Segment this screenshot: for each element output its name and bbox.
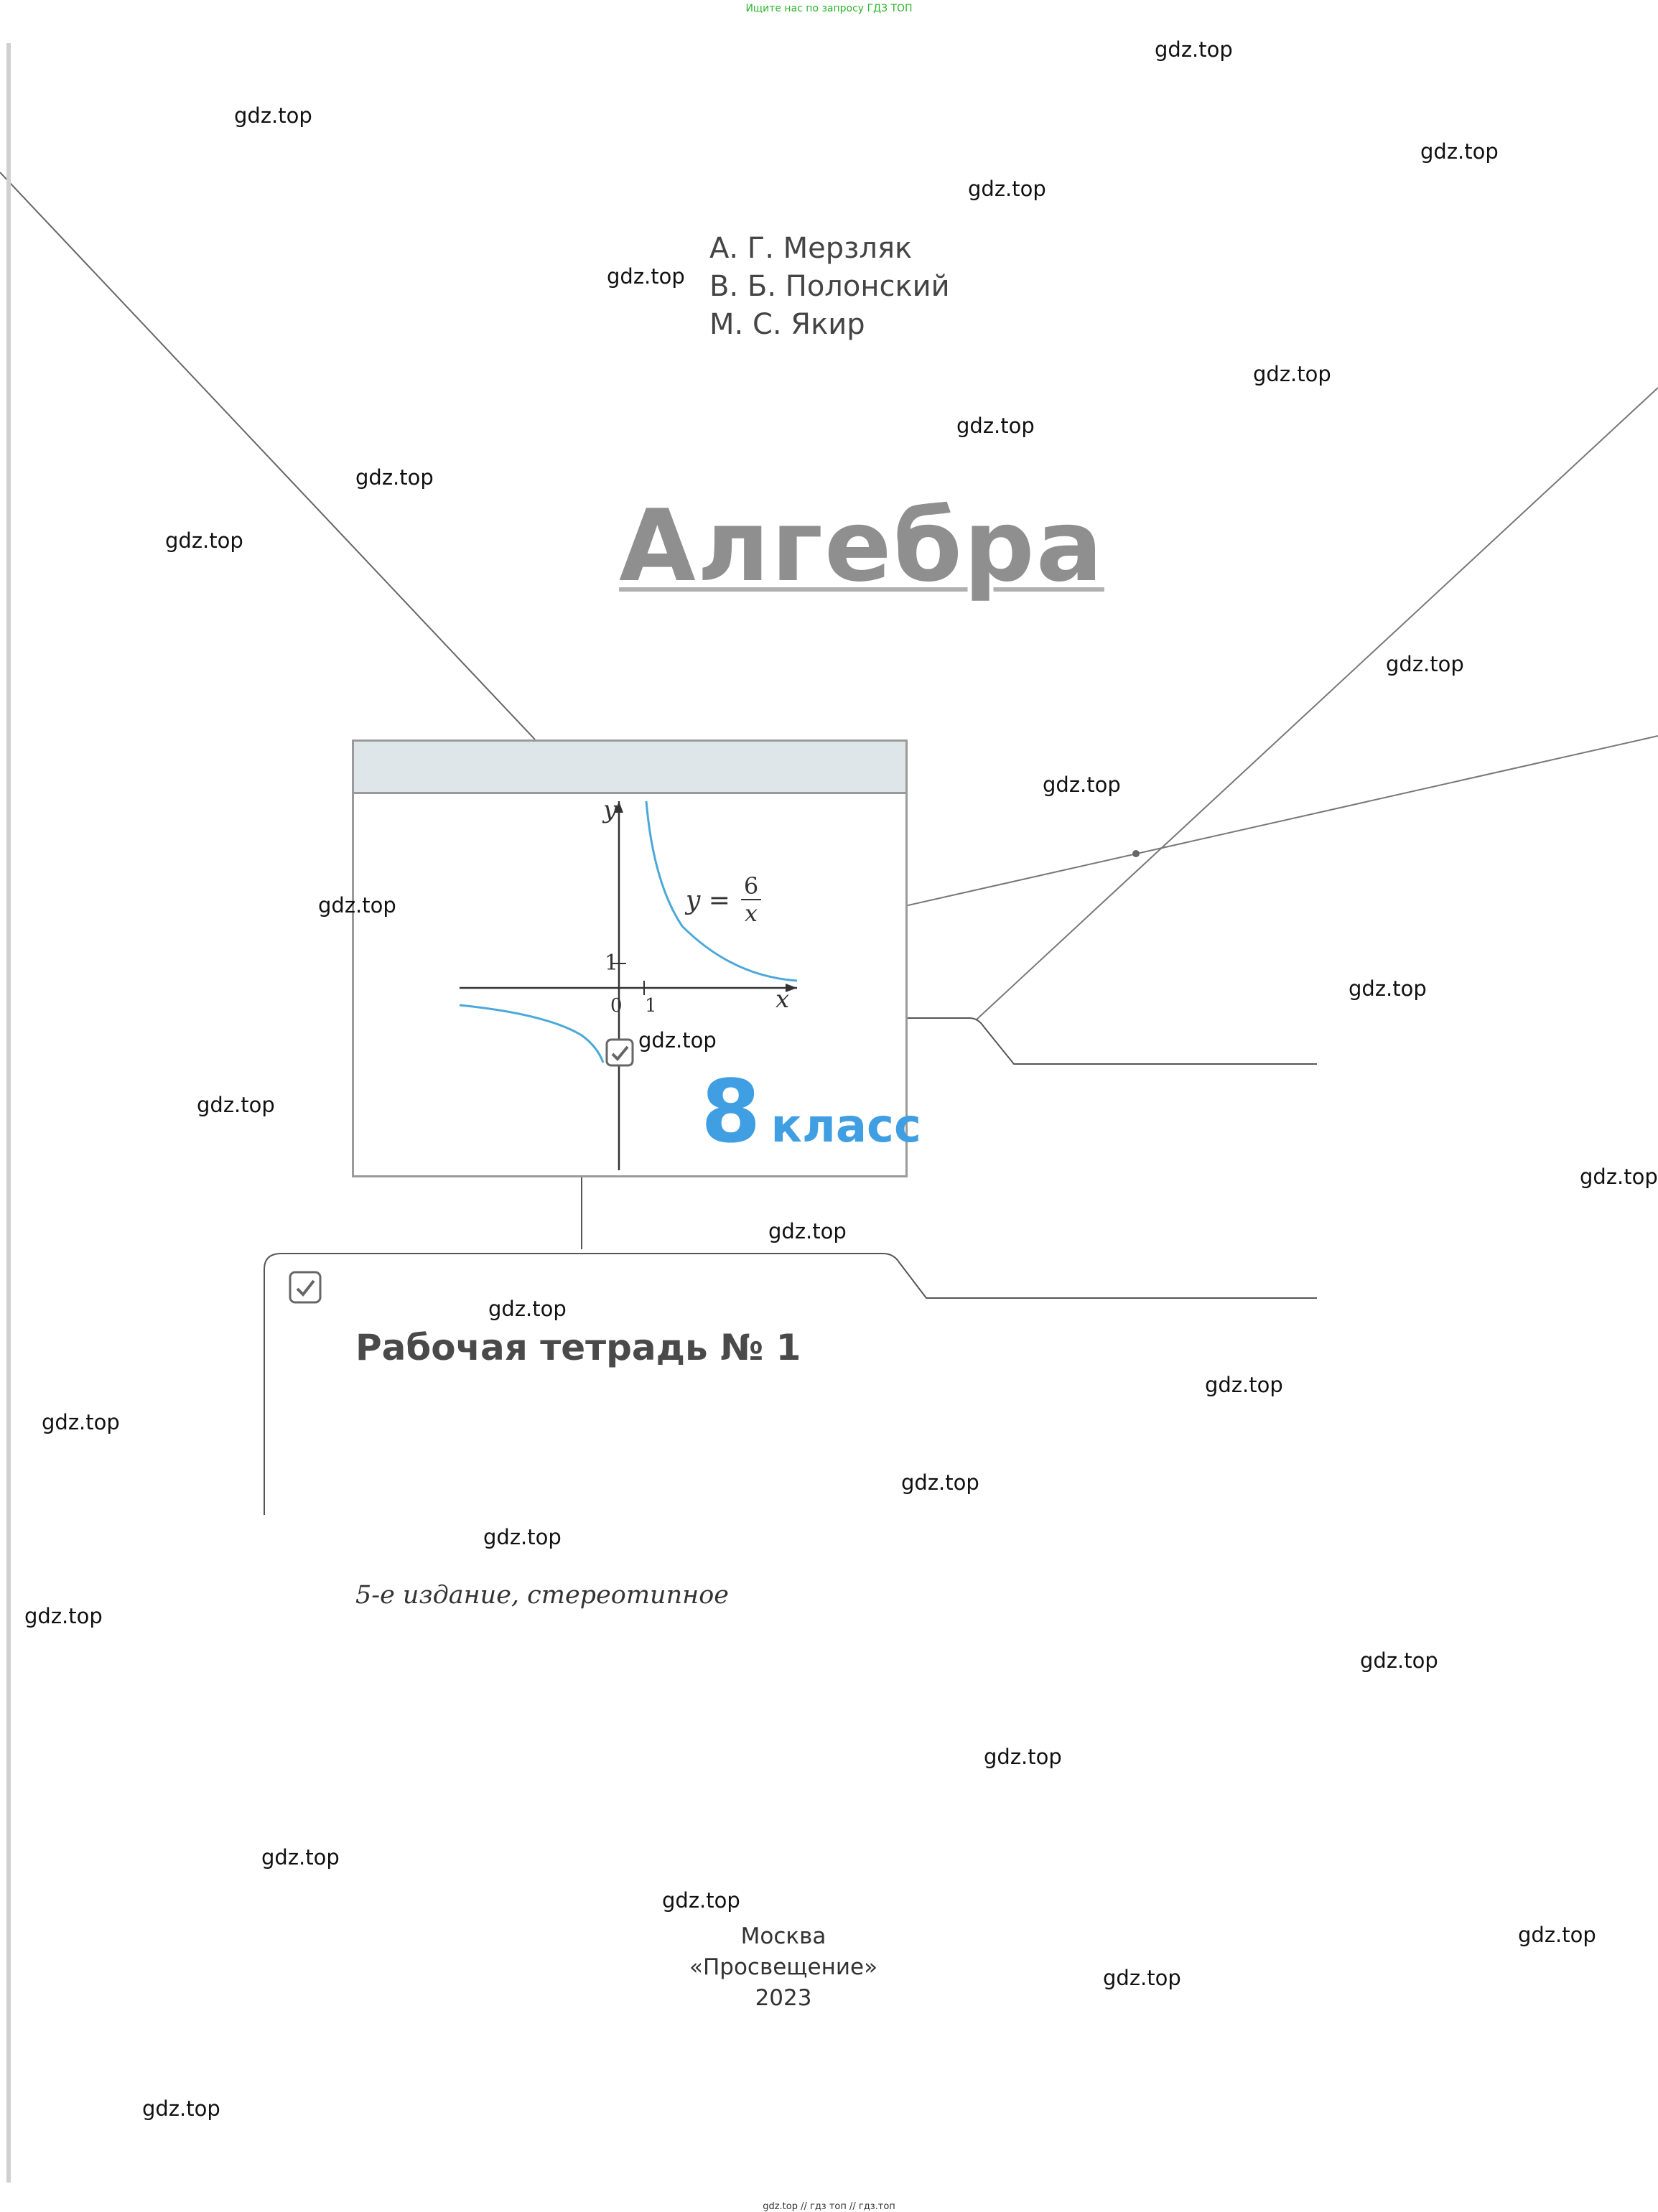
watermark-link[interactable]: gdz.top <box>901 1470 979 1495</box>
watermark-link[interactable]: gdz.top <box>956 414 1035 438</box>
bottom-banner[interactable]: gdz.top // гдз топ // гдз.топ <box>763 2201 895 2212</box>
x-axis-label: x <box>776 985 790 1014</box>
watermark-link[interactable]: gdz.top <box>142 2096 220 2121</box>
watermark-link[interactable]: gdz.top <box>234 103 312 128</box>
publisher-block: Москва «Просвещение» 2023 <box>689 1921 877 2014</box>
watermark-link[interactable]: gdz.top <box>1043 773 1121 797</box>
formula-lhs: y = <box>686 886 730 915</box>
y-tick-label: 1 <box>605 951 619 976</box>
x-tick-label: 1 <box>645 995 657 1017</box>
watermark-link[interactable]: gdz.top <box>318 893 396 918</box>
watermark-link[interactable]: gdz.top <box>984 1745 1062 1769</box>
y-axis-arrow <box>615 801 623 813</box>
watermark-link[interactable]: gdz.top <box>483 1525 562 1549</box>
watermark-link[interactable]: gdz.top <box>1580 1165 1658 1189</box>
check-tab-icon <box>605 1038 634 1067</box>
edition-note: 5-е издание, стереотипное <box>355 1581 729 1610</box>
watermark-link[interactable]: gdz.top <box>607 264 685 289</box>
top-banner[interactable]: Ищите нас по запросу ГДЗ ТОП <box>745 3 913 14</box>
workbook-number: Рабочая тетрадь № 1 <box>355 1327 801 1368</box>
watermark-link[interactable]: gdz.top <box>42 1410 120 1434</box>
watermark-link[interactable]: gdz.top <box>1420 139 1499 164</box>
watermark-link[interactable]: gdz.top <box>1205 1373 1283 1397</box>
watermark-link[interactable]: gdz.top <box>662 1888 740 1913</box>
watermark-link[interactable]: gdz.top <box>1386 652 1464 676</box>
publisher-name: «Просвещение» <box>689 1954 878 1980</box>
book-title: Алгебра <box>619 488 1104 604</box>
hyperbola-graph <box>459 801 798 1170</box>
author-yakir: М. С. Якир <box>709 308 865 341</box>
watermark-link[interactable]: gdz.top <box>1155 37 1233 62</box>
watermark-link[interactable]: gdz.top <box>261 1845 340 1870</box>
hyperbola-branch-negative <box>459 1004 605 1063</box>
check-tab-icon <box>289 1271 322 1304</box>
watermark-link[interactable]: gdz.top <box>355 465 434 490</box>
author-polonsky: В. Б. Полонский <box>709 270 950 303</box>
authors-list: А. Г. Мерзляк В. Б. Полонский М. С. Якир <box>709 230 950 344</box>
watermark-link[interactable]: gdz.top <box>1518 1923 1596 1947</box>
watermark-link[interactable]: gdz.top <box>638 1028 717 1053</box>
formula-numerator: 6 <box>741 873 761 900</box>
publisher-city: Москва <box>740 1923 826 1949</box>
grade-number: 8 <box>701 1063 761 1162</box>
watermark-link[interactable]: gdz.top <box>1349 976 1427 1001</box>
y-axis-label: y <box>603 795 618 824</box>
author-merzlyak: А. Г. Мерзляк <box>709 232 913 265</box>
watermark-link[interactable]: gdz.top <box>968 177 1046 201</box>
watermark-link[interactable]: gdz.top <box>197 1093 275 1117</box>
publisher-year: 2023 <box>755 1985 812 2011</box>
grade-word: класс <box>770 1100 921 1153</box>
x-axis-arrow <box>786 984 797 992</box>
watermark-link[interactable]: gdz.top <box>165 528 243 553</box>
watermark-link[interactable]: gdz.top <box>24 1604 103 1628</box>
hyperbola-graph-card <box>352 739 908 1177</box>
watermark-link[interactable]: gdz.top <box>488 1297 567 1321</box>
watermark-link[interactable]: gdz.top <box>1103 1966 1181 1990</box>
graph-card-header-band <box>354 742 905 794</box>
watermark-link[interactable]: gdz.top <box>1360 1648 1438 1673</box>
hyperbola-branch-positive <box>645 801 798 982</box>
watermark-link[interactable]: gdz.top <box>1253 362 1331 386</box>
watermark-link[interactable]: gdz.top <box>768 1219 847 1243</box>
origin-label: 0 <box>610 995 623 1017</box>
formula-denominator: x <box>744 900 758 927</box>
